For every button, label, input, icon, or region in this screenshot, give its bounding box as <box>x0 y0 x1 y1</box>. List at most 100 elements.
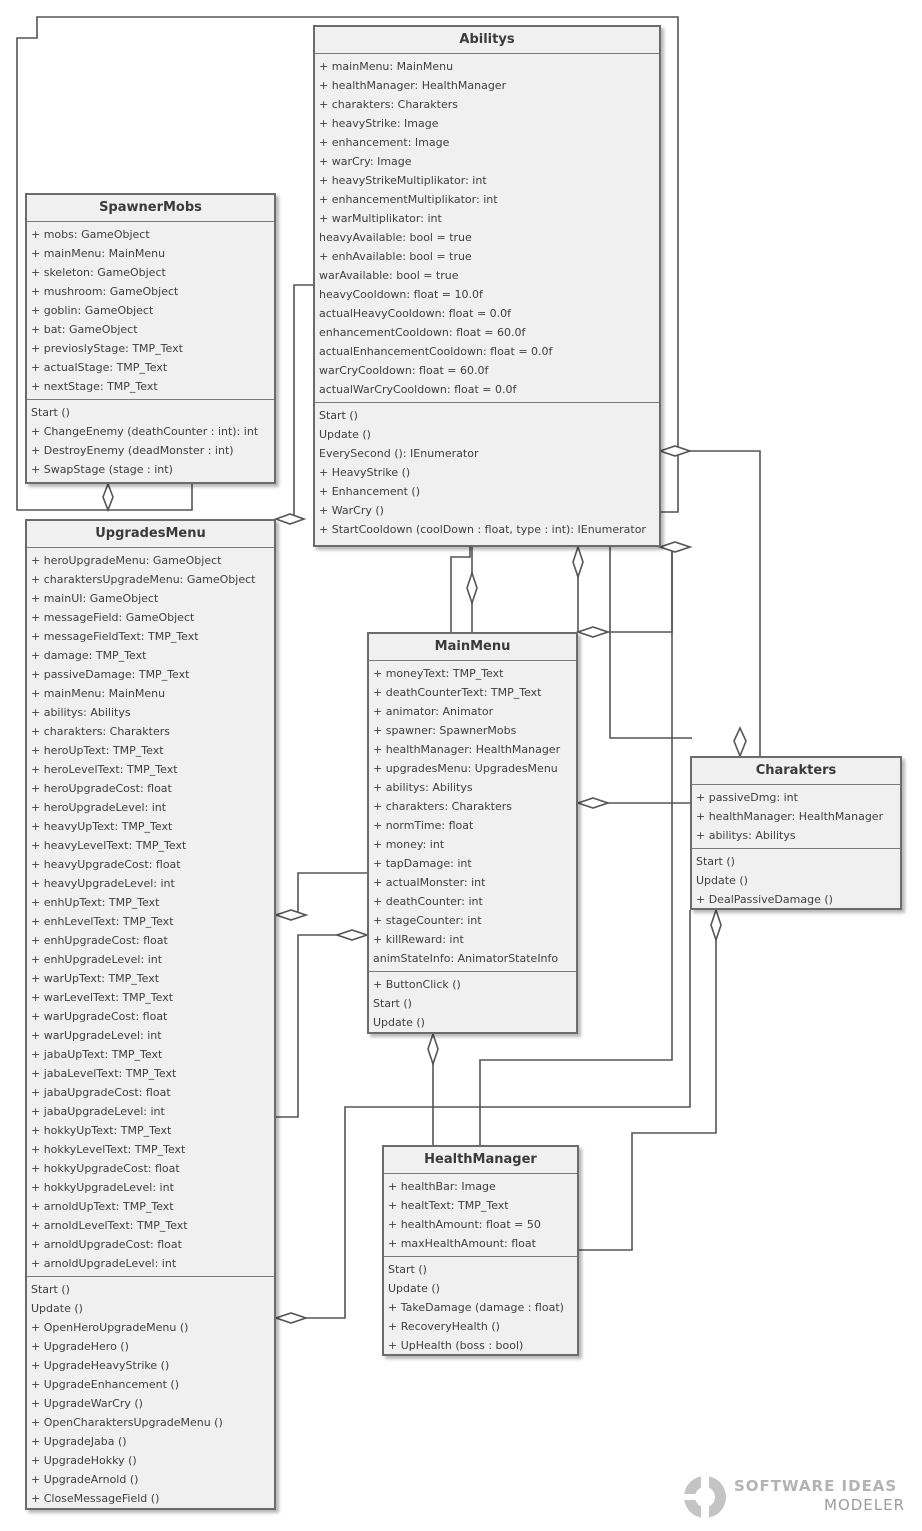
member-row: + mainUI: GameObject <box>31 592 159 605</box>
member-row: actualWarCryCooldown: float = 0.0f <box>319 383 517 396</box>
member-row: Update () <box>373 1016 425 1029</box>
member-row: + OpenCharaktersUpgradeMenu () <box>31 1416 223 1429</box>
logo-line1: SOFTWARE IDEAS <box>734 1477 898 1495</box>
member-row: + killReward: int <box>373 933 464 946</box>
member-row: + heavyUpgradeLevel: int <box>31 877 175 890</box>
member-row: + actualMonster: int <box>373 876 486 889</box>
member-row: + mobs: GameObject <box>31 228 150 241</box>
member-row: + arnoldUpgradeLevel: int <box>31 1257 177 1270</box>
member-row: + enhAvailable: bool = true <box>319 250 472 263</box>
member-row: Update () <box>388 1282 440 1295</box>
member-row: + WarCry () <box>319 504 384 517</box>
member-row: + healthManager: HealthManager <box>696 810 884 823</box>
member-row: + warUpgradeLevel: int <box>31 1029 162 1042</box>
member-row: + jabaLevelText: TMP_Text <box>31 1067 177 1080</box>
member-row: + enhancementMultiplikator: int <box>319 193 498 206</box>
member-row: + OpenHeroUpgradeMenu () <box>31 1321 189 1334</box>
class-charakters[interactable]: Charakters + passiveDmg: int+ healthMana… <box>690 756 902 910</box>
class-title: HealthManager <box>384 1147 577 1174</box>
member-row: + passiveDamage: TMP_Text <box>31 668 190 681</box>
member-row: + heroLevelText: TMP_Text <box>31 763 178 776</box>
member-row: + spawner: SpawnerMobs <box>373 724 517 737</box>
member-row: + arnoldUpText: TMP_Text <box>31 1200 174 1213</box>
member-row: + charakters: Charakters <box>31 725 171 738</box>
member-row: + mainMenu: MainMenu <box>31 247 166 260</box>
member-row: + healthAmount: float = 50 <box>388 1218 541 1231</box>
member-row: + SwapStage (stage : int) <box>31 463 173 476</box>
member-row: + charakters: Charakters <box>373 800 513 813</box>
member-row: + arnoldLevelText: TMP_Text <box>31 1219 188 1232</box>
class-title: SpawnerMobs <box>27 195 274 222</box>
attributes-section: + mainMenu: MainMenu + healthManager: Hea… <box>315 54 659 403</box>
member-row: Update () <box>696 874 748 887</box>
methods-section: + ButtonClick () Start () Update () <box>369 972 576 1035</box>
member-row: EverySecond (): IEnumerator <box>319 447 479 460</box>
logo-line2: MODELER <box>824 1496 906 1514</box>
class-abilitys[interactable]: Abilitys + mainMenu: MainMenu + healthMan… <box>313 25 661 547</box>
attributes-section: + passiveDmg: int+ healthManager: Health… <box>692 785 900 849</box>
member-row: + tapDamage: int <box>373 857 472 870</box>
member-row: + UpgradeHokky () <box>31 1454 137 1467</box>
member-row: + UpgradeEnhancement () <box>31 1378 180 1391</box>
member-row: + healtText: TMP_Text <box>388 1199 509 1212</box>
member-row: + UpgradeWarCry () <box>31 1397 143 1410</box>
member-row: + heavyStrikeMultiplikator: int <box>319 174 487 187</box>
member-row: + abilitys: Abilitys <box>696 829 796 842</box>
member-row: + messageField: GameObject <box>31 611 195 624</box>
member-row: + goblin: GameObject <box>31 304 154 317</box>
class-title: UpgradesMenu <box>27 521 274 548</box>
member-row: Update () <box>31 1302 83 1315</box>
member-row: + heavyUpText: TMP_Text <box>31 820 173 833</box>
member-row: + moneyText: TMP_Text <box>373 667 504 680</box>
software-ideas-modeler-logo: SOFTWARE IDEAS MODELER <box>682 1472 918 1522</box>
methods-section: Start () + ChangeEnemy (deathCounter : in… <box>27 400 274 482</box>
member-row: + ButtonClick () <box>373 978 461 991</box>
member-row: actualEnhancementCooldown: float = 0.0f <box>319 345 553 358</box>
member-row: + warCry: Image <box>319 155 412 168</box>
member-row: heavyAvailable: bool = true <box>319 231 472 244</box>
member-row: + jabaUpText: TMP_Text <box>31 1048 163 1061</box>
member-row: + charaktersUpgradeMenu: GameObject <box>31 573 256 586</box>
class-title: Abilitys <box>315 27 659 54</box>
member-row: + normTime: float <box>373 819 474 832</box>
member-row: + ChangeEnemy (deathCounter : int): int <box>31 425 259 438</box>
member-row: Start () <box>31 406 70 419</box>
member-row: Start () <box>696 855 735 868</box>
member-row: + mainMenu: MainMenu <box>31 687 166 700</box>
member-row: + nextStage: TMP_Text <box>31 380 158 393</box>
member-row: + damage: TMP_Text <box>31 649 147 662</box>
member-row: + charakters: Charakters <box>319 98 459 111</box>
member-row: + enhancement: Image <box>319 136 450 149</box>
class-title: Charakters <box>692 758 900 785</box>
member-row: + heavyLevelText: TMP_Text <box>31 839 187 852</box>
member-row: enhancementCooldown: float = 60.0f <box>319 326 526 339</box>
member-row: + warLevelText: TMP_Text <box>31 991 174 1004</box>
member-row: + mainMenu: MainMenu <box>319 60 454 73</box>
attributes-section: + moneyText: TMP_Text+ deathCounterText:… <box>369 661 576 972</box>
member-row: + warUpgradeCost: float <box>31 1010 168 1023</box>
member-row: Start () <box>373 997 412 1010</box>
member-row: Start () <box>319 409 358 422</box>
member-row: + HeavyStrike () <box>319 466 411 479</box>
member-row: + healthManager: HealthManager <box>319 79 507 92</box>
member-row: + UpgradeHero () <box>31 1340 129 1353</box>
class-main-menu[interactable]: MainMenu + moneyText: TMP_Text+ deathCou… <box>367 632 578 1034</box>
member-row: warAvailable: bool = true <box>319 269 459 282</box>
member-row: + arnoldUpgradeCost: float <box>31 1238 182 1251</box>
member-row: + enhUpgradeLevel: int <box>31 953 163 966</box>
member-row: warCryCooldown: float = 60.0f <box>319 364 489 377</box>
member-row: + warMultiplikator: int <box>319 212 442 225</box>
member-row: + StartCooldown (coolDown : float, type … <box>319 523 646 536</box>
member-row: + Enhancement () <box>319 485 420 498</box>
class-upgrades-menu[interactable]: UpgradesMenu + heroUpgradeMenu: GameObje… <box>25 519 276 1510</box>
attributes-section: + mobs: GameObject + mainMenu: MainMenu + … <box>27 222 274 400</box>
member-row: + deathCounter: int <box>373 895 483 908</box>
member-row: + enhUpText: TMP_Text <box>31 896 160 909</box>
member-row: animStateInfo: AnimatorStateInfo <box>373 952 559 965</box>
class-spawner-mobs[interactable]: SpawnerMobs + mobs: GameObject + mainMenu… <box>25 193 276 484</box>
member-row: + upgradesMenu: UpgradesMenu <box>373 762 558 775</box>
member-row: + jabaUpgradeLevel: int <box>31 1105 165 1118</box>
class-health-manager[interactable]: HealthManager + healthBar: Image+ healtT… <box>382 1145 579 1356</box>
member-row: + heroUpgradeCost: float <box>31 782 172 795</box>
